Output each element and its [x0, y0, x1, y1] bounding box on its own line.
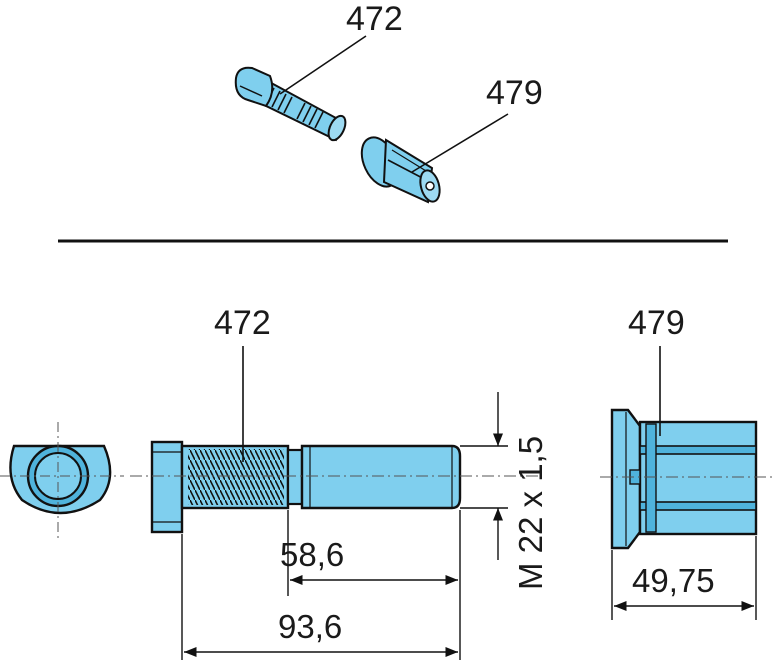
- thread-dimension: [460, 392, 508, 560]
- callout-top-nut-479: 479: [486, 74, 543, 112]
- leader-top-472: [279, 35, 367, 95]
- dim-thread-length-58-6: 58,6: [280, 536, 345, 573]
- dim-nut-length-49-75: 49,75: [632, 562, 715, 599]
- bolt-side-view: [130, 440, 540, 534]
- bolt-length-dimensions: [181, 510, 461, 660]
- bolt-end-view: [0, 422, 124, 542]
- bolt-472-isometric: [234, 66, 347, 142]
- callout-bottom-bolt-472: 472: [214, 304, 271, 342]
- thread-spec-label: M 22 x 1,5: [512, 435, 549, 590]
- callout-bottom-nut-479: 479: [628, 304, 685, 342]
- nut-side-view: [600, 408, 775, 550]
- callout-top-bolt-472: 472: [346, 0, 403, 38]
- leader-top-479: [411, 113, 509, 173]
- dim-total-length-93-6: 93,6: [278, 608, 343, 645]
- nut-length-dimension: [611, 536, 757, 620]
- nut-479-isometric: [360, 136, 441, 204]
